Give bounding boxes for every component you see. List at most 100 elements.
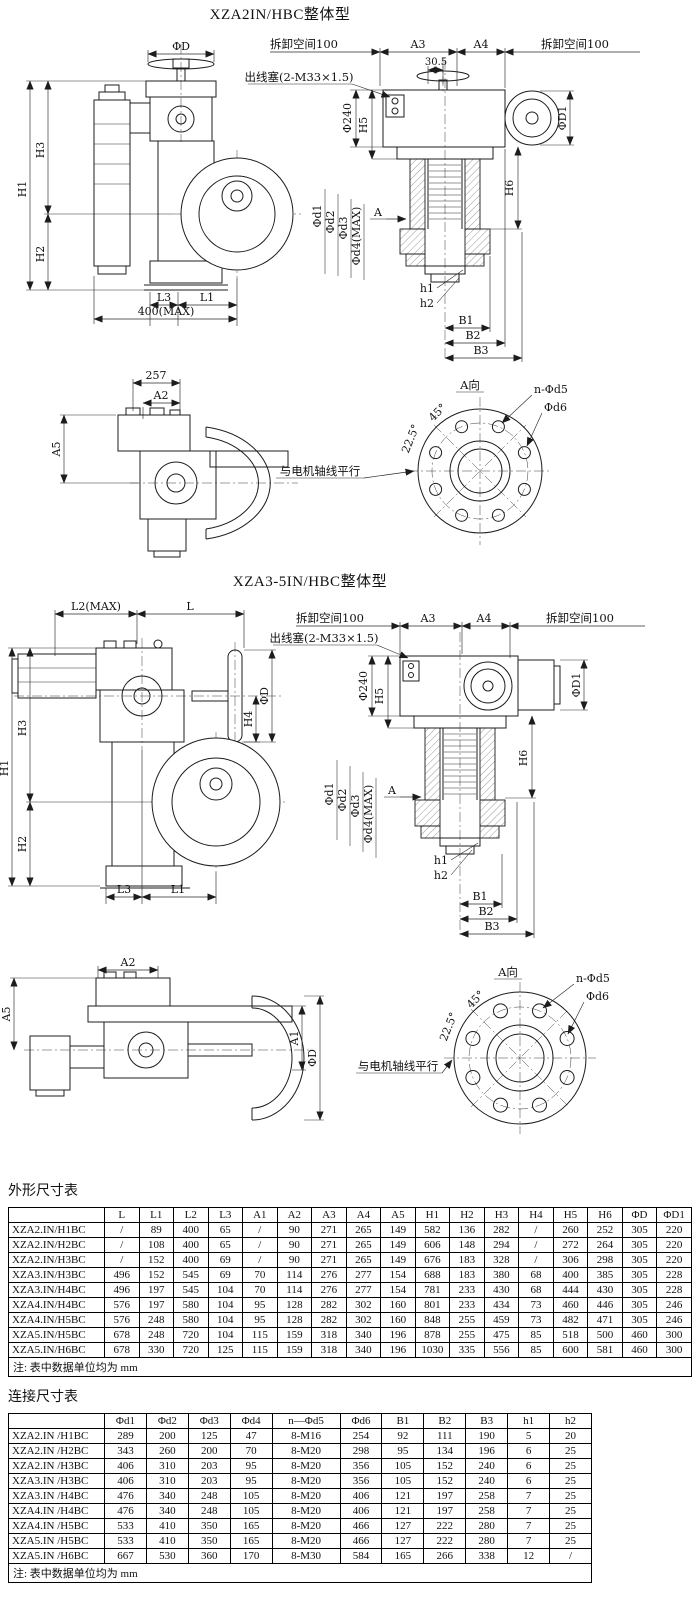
value-cell: 688 [414, 1267, 451, 1283]
clearance-label-right: 拆卸空间100 [541, 37, 609, 51]
value-cell: 25 [549, 1443, 592, 1459]
value-cell: 305 [621, 1222, 658, 1238]
value-cell: 720 [173, 1342, 209, 1358]
value-cell: 606 [414, 1237, 451, 1253]
dim-label-H4: H4 [242, 711, 255, 728]
column-header: A1 [242, 1207, 278, 1223]
value-cell: 190 [465, 1428, 509, 1444]
value-cell: 8-M20 [271, 1503, 341, 1519]
value-cell: 302 [345, 1312, 382, 1328]
model-cell: XZA4.IN /H5BC [8, 1518, 105, 1534]
column-header: H3 [483, 1207, 520, 1223]
value-cell: 328 [483, 1252, 520, 1268]
column-header: A4 [345, 1207, 382, 1223]
value-cell: 95 [229, 1473, 273, 1489]
value-cell: 289 [104, 1428, 147, 1444]
value-cell: 248 [187, 1488, 231, 1504]
value-cell: 678 [104, 1342, 140, 1358]
value-cell: 105 [229, 1503, 273, 1519]
value-cell: 545 [173, 1267, 209, 1283]
xza3-5-side-and-flange-views: A2 [0, 958, 610, 1134]
value-cell: 581 [587, 1342, 623, 1358]
value-cell: 25 [549, 1503, 592, 1519]
handwheel-rim [187, 995, 305, 1121]
column-header: Φd1 [104, 1413, 147, 1429]
value-cell: 104 [207, 1297, 244, 1313]
model-cell: XZA5.IN/H5BC [8, 1327, 105, 1343]
xza2-section-view: A3 A4 拆卸空间100 拆卸空间100 30.5 出线塞(2-M33×1.5… [244, 37, 640, 362]
dim-label-A3: A3 [410, 38, 426, 51]
value-cell: 7 [507, 1518, 551, 1534]
value-cell: 276 [311, 1282, 347, 1298]
value-cell: 246 [656, 1297, 692, 1313]
value-cell: / [242, 1252, 278, 1268]
dim-label-A5: A5 [50, 442, 63, 458]
dim-label-B1: B1 [472, 890, 487, 903]
value-cell: 105 [381, 1473, 425, 1489]
value-cell: 466 [339, 1533, 383, 1549]
value-cell: 125 [207, 1342, 244, 1358]
value-cell: 471 [587, 1312, 623, 1328]
value-cell: 8-M20 [271, 1458, 341, 1474]
value-cell: 6 [507, 1458, 551, 1474]
terminal-box [95, 971, 171, 1007]
terminal-box [117, 407, 191, 452]
value-cell: 310 [145, 1473, 189, 1489]
value-cell: 105 [381, 1458, 425, 1474]
value-cell: 459 [483, 1312, 520, 1328]
column-header: ΦD1 [656, 1207, 692, 1223]
value-cell: 149 [380, 1237, 416, 1253]
value-cell: 380 [483, 1267, 520, 1283]
value-cell: 305 [621, 1237, 658, 1253]
column-header: Φd4 [229, 1413, 273, 1429]
value-cell: 200 [145, 1428, 189, 1444]
dim-label-phiD1: ΦD1 [556, 106, 569, 131]
value-cell: 360 [187, 1548, 231, 1564]
value-cell: 105 [229, 1488, 273, 1504]
value-cell: 203 [187, 1458, 231, 1474]
value-cell: 330 [138, 1342, 175, 1358]
value-cell: 271 [311, 1222, 347, 1238]
value-cell: / [242, 1237, 278, 1253]
dim-label-phid1: Φd1 [323, 782, 336, 805]
value-cell: 20 [549, 1428, 592, 1444]
value-cell: 446 [587, 1297, 623, 1313]
model-cell: XZA5.IN /H6BC [8, 1548, 105, 1564]
value-cell: 228 [656, 1267, 692, 1283]
value-cell: 266 [423, 1548, 467, 1564]
value-cell: 338 [465, 1548, 509, 1564]
value-cell: 95 [242, 1312, 278, 1328]
value-cell: 69 [207, 1267, 244, 1283]
value-cell: 152 [423, 1458, 467, 1474]
model-cell: XZA4.IN /H4BC [8, 1503, 105, 1519]
worm-gear-cover [180, 157, 294, 271]
value-cell: 340 [145, 1488, 189, 1504]
column-header: h2 [549, 1413, 592, 1429]
column-header: Φd6 [339, 1413, 383, 1429]
value-cell: 128 [276, 1312, 313, 1328]
value-cell: 183 [449, 1252, 485, 1268]
value-cell: 300 [656, 1342, 692, 1358]
dim-label-B3: B3 [473, 344, 488, 357]
value-cell: 152 [138, 1252, 175, 1268]
value-cell: 165 [229, 1518, 273, 1534]
value-cell: 220 [656, 1237, 692, 1253]
model-cell: XZA3.IN /H3BC [8, 1473, 105, 1489]
value-cell: 340 [145, 1503, 189, 1519]
dim-label-A4: A4 [473, 38, 489, 51]
value-cell: 260 [145, 1443, 189, 1459]
value-cell: 68 [518, 1267, 554, 1283]
dim-label-L1: L1 [171, 883, 185, 896]
cable-gland-label: 出线塞(2-M33×1.5) [244, 70, 353, 84]
value-cell: 95 [229, 1458, 273, 1474]
model-cell: XZA4.IN/H5BC [8, 1312, 105, 1328]
dim-label-phi240: Φ240 [357, 671, 370, 701]
value-cell: 282 [483, 1222, 520, 1238]
value-cell: 406 [339, 1488, 383, 1504]
value-cell: 356 [339, 1473, 383, 1489]
value-cell: 801 [414, 1297, 451, 1313]
value-cell: 222 [423, 1533, 467, 1549]
